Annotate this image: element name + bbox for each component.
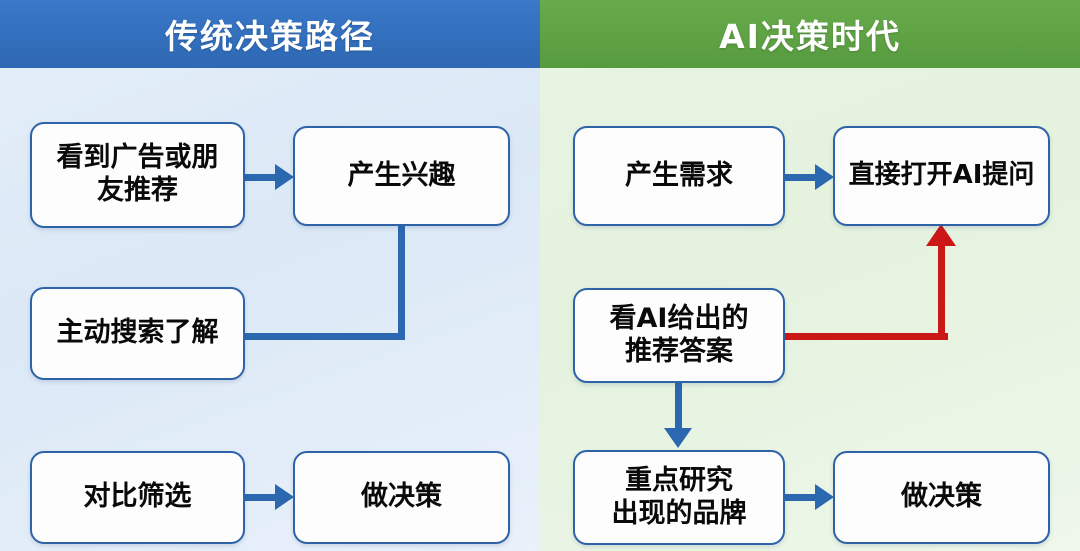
box-see-ad-line1: 看到广告或朋 [56,142,219,174]
box-generate-demand[interactable]: 产生需求 [573,126,785,226]
box-compare-filter[interactable]: 对比筛选 [30,451,245,544]
connector-compare-to-decision-arrowhead [275,484,294,510]
connector-demand-to-ai-line [785,174,821,181]
box-generate-demand-label: 产生需求 [625,159,733,191]
connector-research-to-decision-arrowhead [815,484,834,510]
box-open-ai-ask[interactable]: 直接打开AI提问 [833,126,1050,226]
box-make-decision-right-label: 做决策 [901,481,982,513]
connector-ad-to-interest-arrowhead [275,164,294,190]
connector-research-to-decision-line [785,494,821,501]
box-read-ai-answer[interactable]: 看AI给出的 推荐答案 [573,288,785,383]
connector-answer-to-ai-vertical [938,244,945,340]
box-make-decision-left[interactable]: 做决策 [293,451,510,544]
connector-answer-to-research-line [675,381,682,433]
box-make-decision-right[interactable]: 做决策 [833,451,1050,544]
box-see-ad-or-friend-recommend[interactable]: 看到广告或朋 友推荐 [30,122,245,228]
box-active-search-label: 主动搜索了解 [56,317,219,349]
connector-ad-to-interest-line [245,174,281,181]
box-active-search[interactable]: 主动搜索了解 [30,287,245,380]
box-research-brands-line1: 重点研究 [625,464,733,496]
connector-answer-to-ai-arrowhead [926,224,956,246]
box-compare-filter-label: 对比筛选 [83,481,192,513]
box-research-brands[interactable]: 重点研究 出现的品牌 [573,450,785,545]
box-open-ai-ask-label: 直接打开AI提问 [848,160,1035,191]
box-read-ai-answer-line2: 推荐答案 [625,335,733,367]
connector-search-to-interest-horizontal [245,333,405,340]
header-ai-era-title: AI决策时代 [540,0,1080,68]
box-read-ai-answer-line1: 看AI给出的 [609,302,749,334]
connector-answer-to-research-arrowhead [664,428,692,448]
box-research-brands-line2: 出现的品牌 [611,497,747,529]
header-traditional-title: 传统决策路径 [0,0,540,68]
connector-search-to-interest-vertical [398,224,405,340]
connector-answer-to-ai-horizontal [785,333,948,340]
box-see-ad-line2: 友推荐 [97,175,178,206]
box-generate-interest-label: 产生兴趣 [347,159,456,191]
connector-demand-to-ai-arrowhead [815,164,834,190]
box-generate-interest[interactable]: 产生兴趣 [293,126,510,226]
box-make-decision-left-label: 做决策 [361,481,442,513]
connector-compare-to-decision-line [245,494,281,501]
